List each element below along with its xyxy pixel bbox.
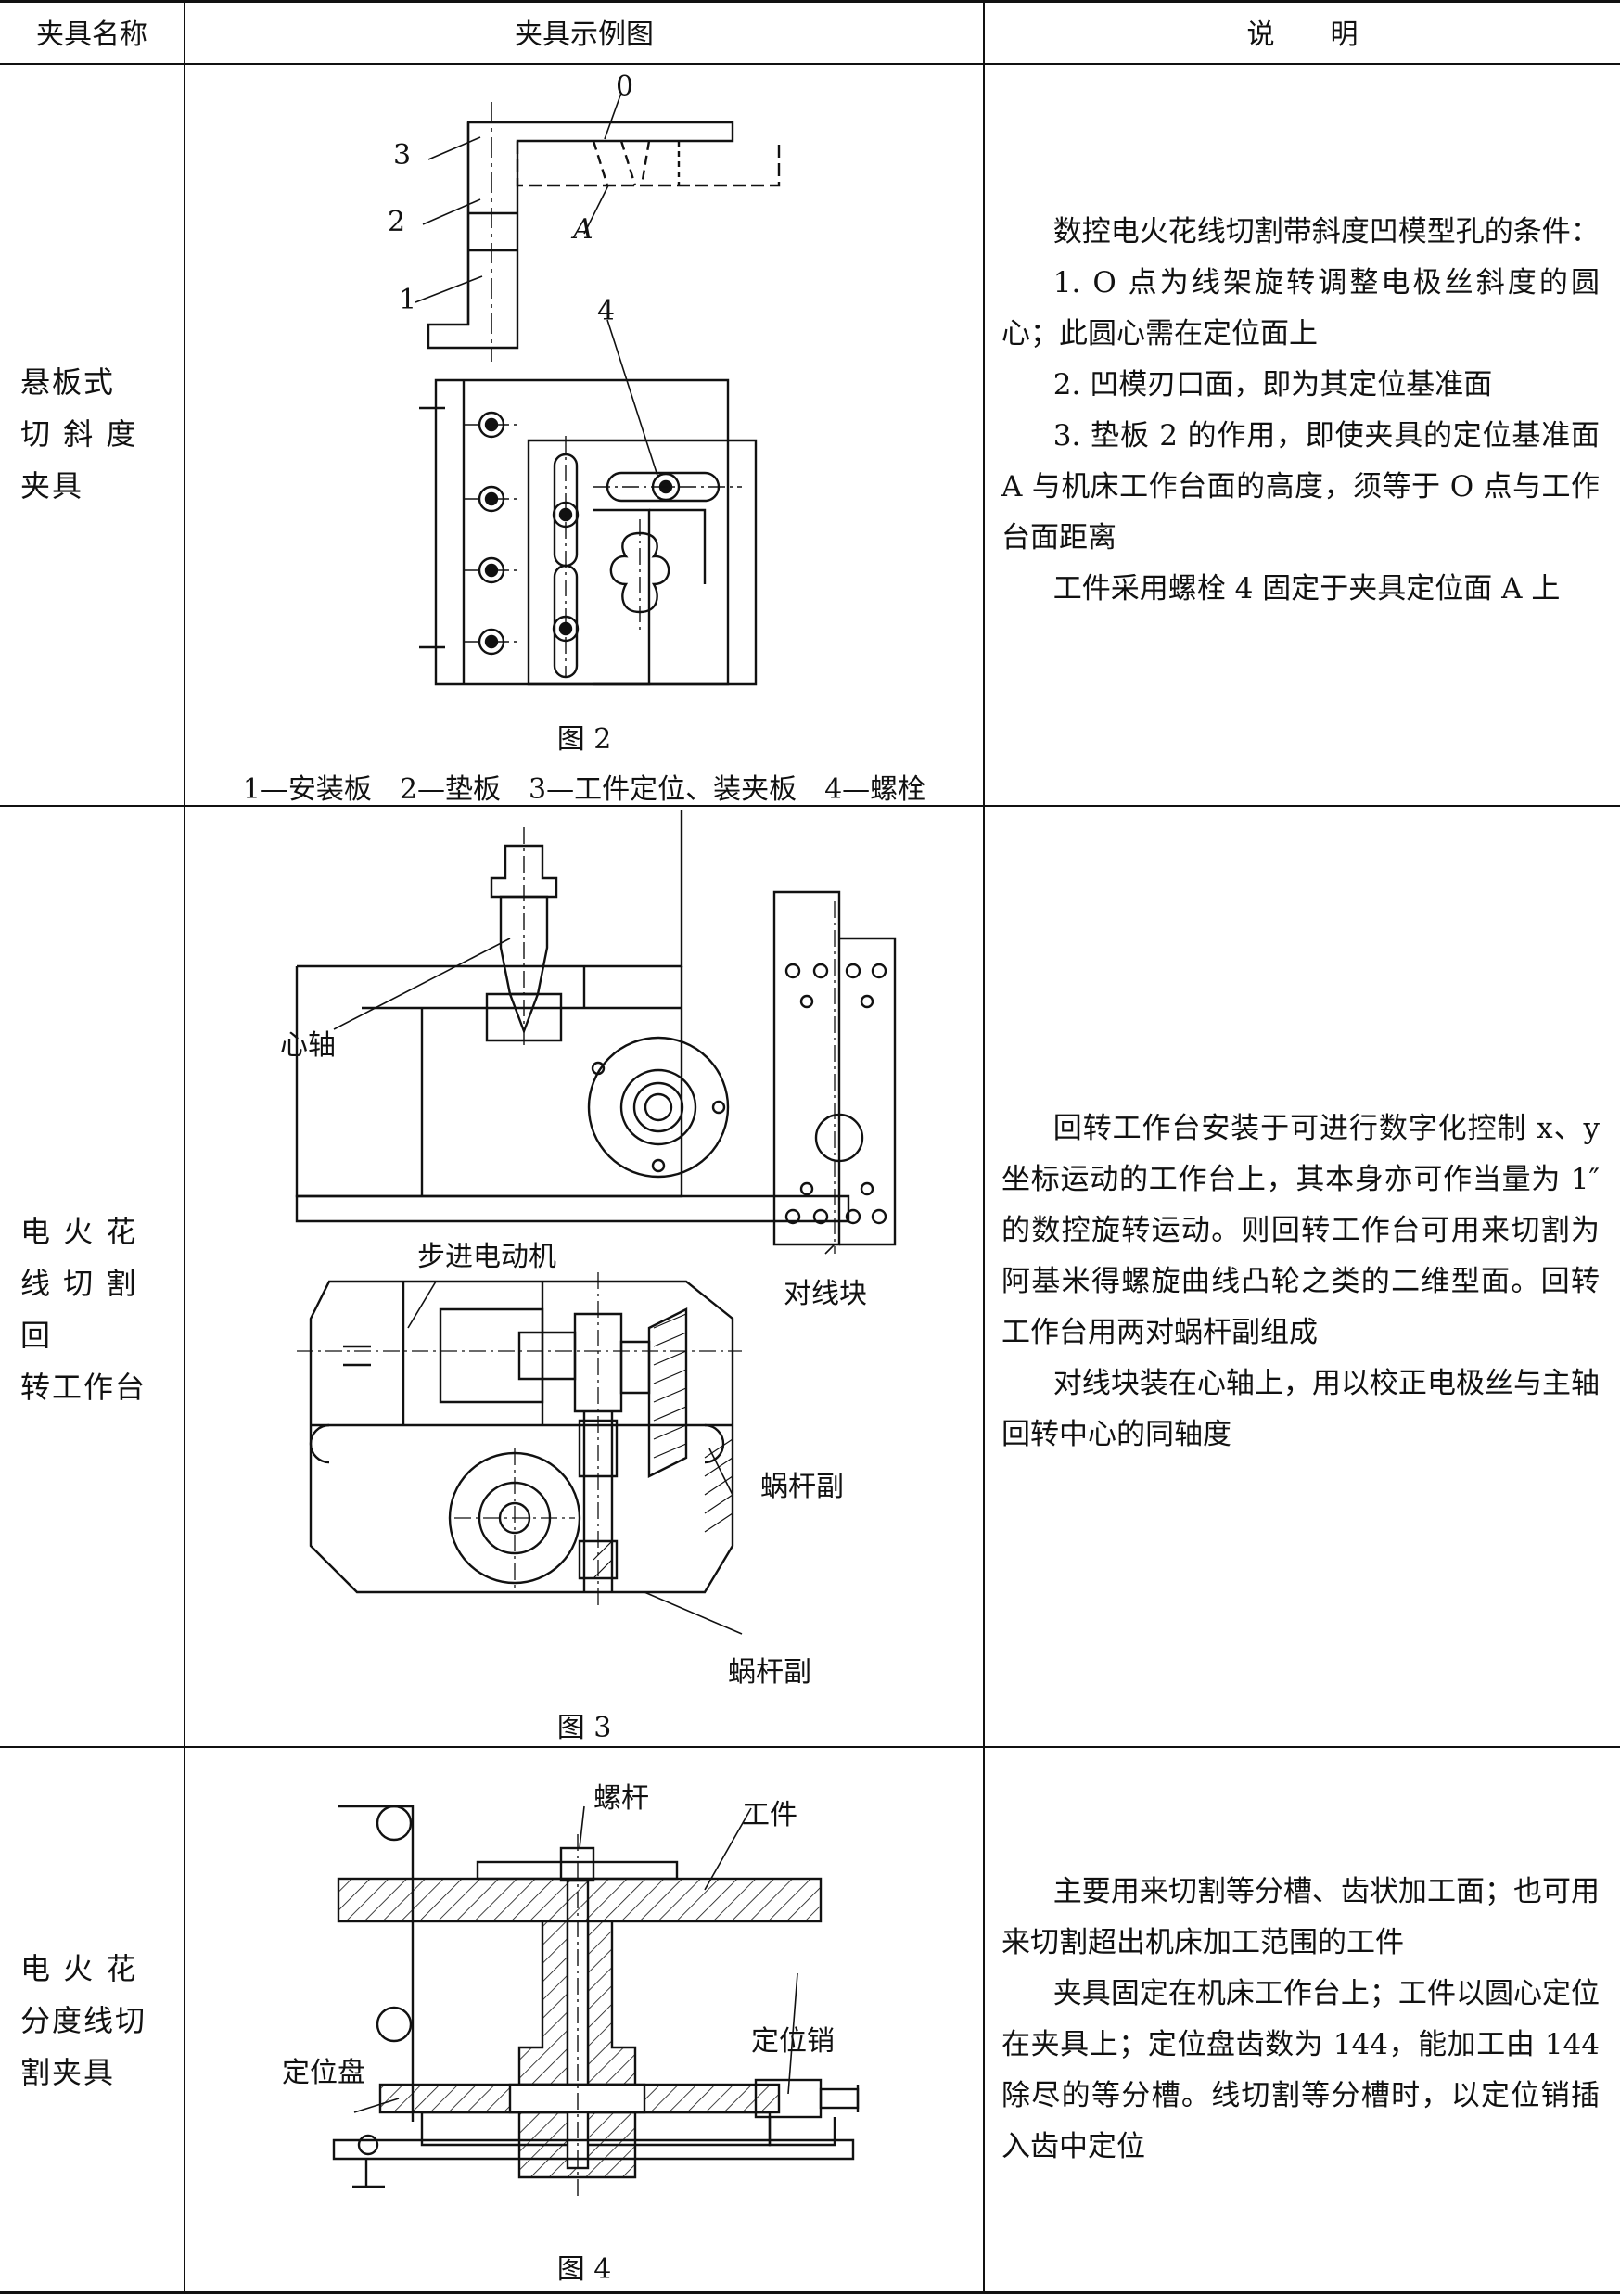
fig2-label-4: 4 <box>597 295 616 327</box>
row-1-name: 悬板式 切 斜 度 夹具 <box>20 364 138 504</box>
row-2-description: 回转工作台安装于可进行数字化控制 x、y 坐标运动的工作台上，其本身亦可作当量为… <box>1001 1112 1600 1451</box>
table-border-top <box>0 0 1620 3</box>
figure-3-drawing <box>295 810 897 1635</box>
column-divider-1 <box>184 0 185 2294</box>
fig2-label-2: 2 <box>388 206 406 238</box>
figure-2-legend: 1—安装板 2—垫板 3—工件定位、装夹板 4—螺栓 <box>242 773 926 806</box>
fig3-label-worm-pair-1: 蜗杆副 <box>760 1471 844 1503</box>
header-figure: 夹具示例图 <box>515 19 654 51</box>
fig3-label-alignment-block: 对线块 <box>784 1278 867 1310</box>
fig4-label-workpiece: 工件 <box>742 1799 797 1831</box>
fig4-label-screw: 螺杆 <box>593 1782 649 1815</box>
column-divider-2 <box>983 0 985 2294</box>
figure-2-caption: 图 2 <box>556 723 612 756</box>
header-divider <box>0 63 1620 65</box>
fig4-label-locating-pin: 定位销 <box>751 2025 835 2058</box>
row-divider-1 <box>0 805 1620 807</box>
row-3-description: 主要用来切割等分槽、齿状加工面；也可用来切割超出机床加工范围的工件 夹具固定在机… <box>1001 1875 1600 2163</box>
fig2-label-A: A <box>573 213 593 246</box>
header-name: 夹具名称 <box>36 19 147 51</box>
fig2-label-0: 0 <box>616 70 634 103</box>
row-3-name: 电 火 花 分度线切 割夹具 <box>20 1951 147 2090</box>
fig4-label-locating-disc: 定位盘 <box>282 2057 365 2089</box>
fig2-label-3: 3 <box>393 139 412 172</box>
figure-3-caption: 图 3 <box>556 1712 612 1744</box>
row-1-description: 数控电火花线切割带斜度凹模型孔的条件： 1. O 点为线架旋转调整电极丝斜度的圆… <box>1001 215 1600 606</box>
row-divider-2 <box>0 1746 1620 1748</box>
fig3-label-stepper-motor: 步进电动机 <box>417 1241 556 1273</box>
table-border-bottom <box>0 2291 1620 2294</box>
fig3-label-spindle: 心轴 <box>280 1029 336 1062</box>
figure-4-caption: 图 4 <box>556 2253 612 2286</box>
fig2-label-1: 1 <box>399 284 417 316</box>
figure-2-drawing <box>415 92 781 686</box>
fig3-label-worm-pair-2: 蜗杆副 <box>728 1656 811 1689</box>
row-2-name: 电 火 花 线 切 割 回 转工作台 <box>20 1214 147 1405</box>
figure-4-drawing <box>332 1805 860 2196</box>
header-description: 说 明 <box>1246 19 1359 51</box>
